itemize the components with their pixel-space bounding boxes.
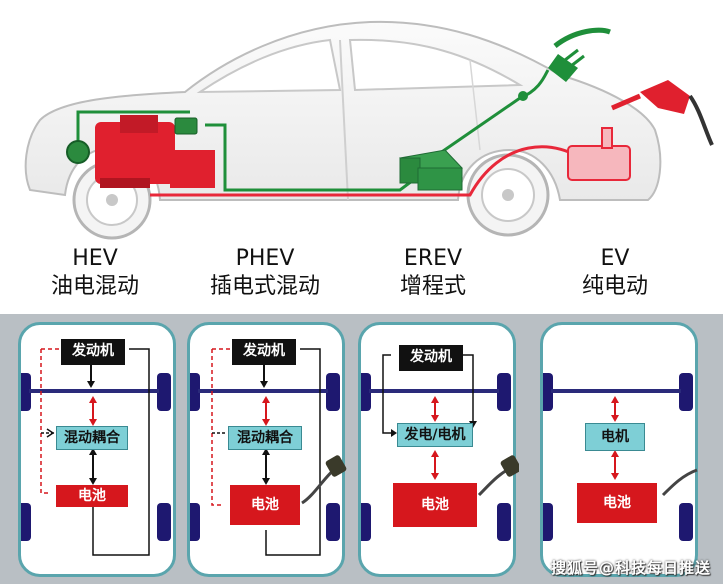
battery-box: 电池 bbox=[577, 483, 657, 523]
panel-hev: 发动机 混动耦合 电池 bbox=[18, 322, 176, 577]
car-illustration bbox=[0, 0, 723, 245]
engine-box: 发动机 bbox=[61, 339, 125, 365]
engine-box: 发动机 bbox=[399, 345, 463, 371]
watermark: 搜狐号@科技每日推送 bbox=[550, 559, 711, 577]
powertrain-schematics: 发动机 混动耦合 电池 发动机 混动耦合 电池 bbox=[0, 314, 723, 584]
vehicle-type-name: 油电混动 bbox=[50, 274, 139, 299]
vehicle-type-code: PHEV bbox=[235, 246, 295, 271]
battery-pack-3d bbox=[399, 149, 463, 191]
hybrid-coupler-box: 混动耦合 bbox=[228, 426, 302, 450]
generator bbox=[66, 140, 90, 164]
erev-diagram bbox=[361, 354, 519, 541]
panel-phev: 发动机 混动耦合 电池 bbox=[187, 322, 347, 577]
label-ev: EV 纯电动 bbox=[530, 245, 700, 301]
rear-wheel bbox=[466, 153, 550, 237]
fuel-tank bbox=[567, 127, 631, 181]
engine-3d bbox=[95, 115, 215, 188]
vehicle-type-code: EREV bbox=[403, 246, 463, 271]
battery-box: 电池 bbox=[230, 485, 300, 525]
vehicle-type-name: 纯电动 bbox=[581, 274, 648, 299]
label-hev: HEV 油电混动 bbox=[10, 245, 180, 301]
hev-diagram bbox=[21, 348, 171, 556]
fuel-nozzle-icon bbox=[611, 80, 714, 146]
generator-motor-box: 发电/电机 bbox=[397, 423, 473, 447]
panel-erev: 发动机 发电/电机 电池 bbox=[358, 322, 519, 577]
ev-diagram bbox=[543, 373, 698, 541]
phev-diagram bbox=[190, 348, 347, 556]
vehicle-type-name: 插电式混动 bbox=[209, 274, 320, 299]
vehicle-type-labels: HEV 油电混动 PHEV 插电式混动 EREV 增程式 EV 纯电动 bbox=[0, 245, 723, 310]
inverter bbox=[174, 117, 198, 135]
car-drawing bbox=[24, 20, 714, 240]
battery-box: 电池 bbox=[393, 483, 477, 527]
vehicle-type-code: EV bbox=[600, 246, 630, 271]
battery-box: 电池 bbox=[56, 485, 128, 507]
vehicle-type-code: HEV bbox=[72, 246, 118, 271]
car-window-rear bbox=[348, 38, 524, 92]
hybrid-coupler-box: 混动耦合 bbox=[56, 426, 128, 450]
label-phev: PHEV 插电式混动 bbox=[180, 245, 350, 301]
motor-box: 电机 bbox=[585, 423, 645, 451]
label-erev: EREV 增程式 bbox=[348, 245, 518, 301]
charging-plug-icon bbox=[548, 27, 611, 82]
panel-ev: 电机 电池 bbox=[540, 322, 698, 577]
car-window-front bbox=[196, 38, 342, 94]
engine-box: 发动机 bbox=[232, 339, 296, 365]
vehicle-type-name: 增程式 bbox=[399, 274, 466, 299]
